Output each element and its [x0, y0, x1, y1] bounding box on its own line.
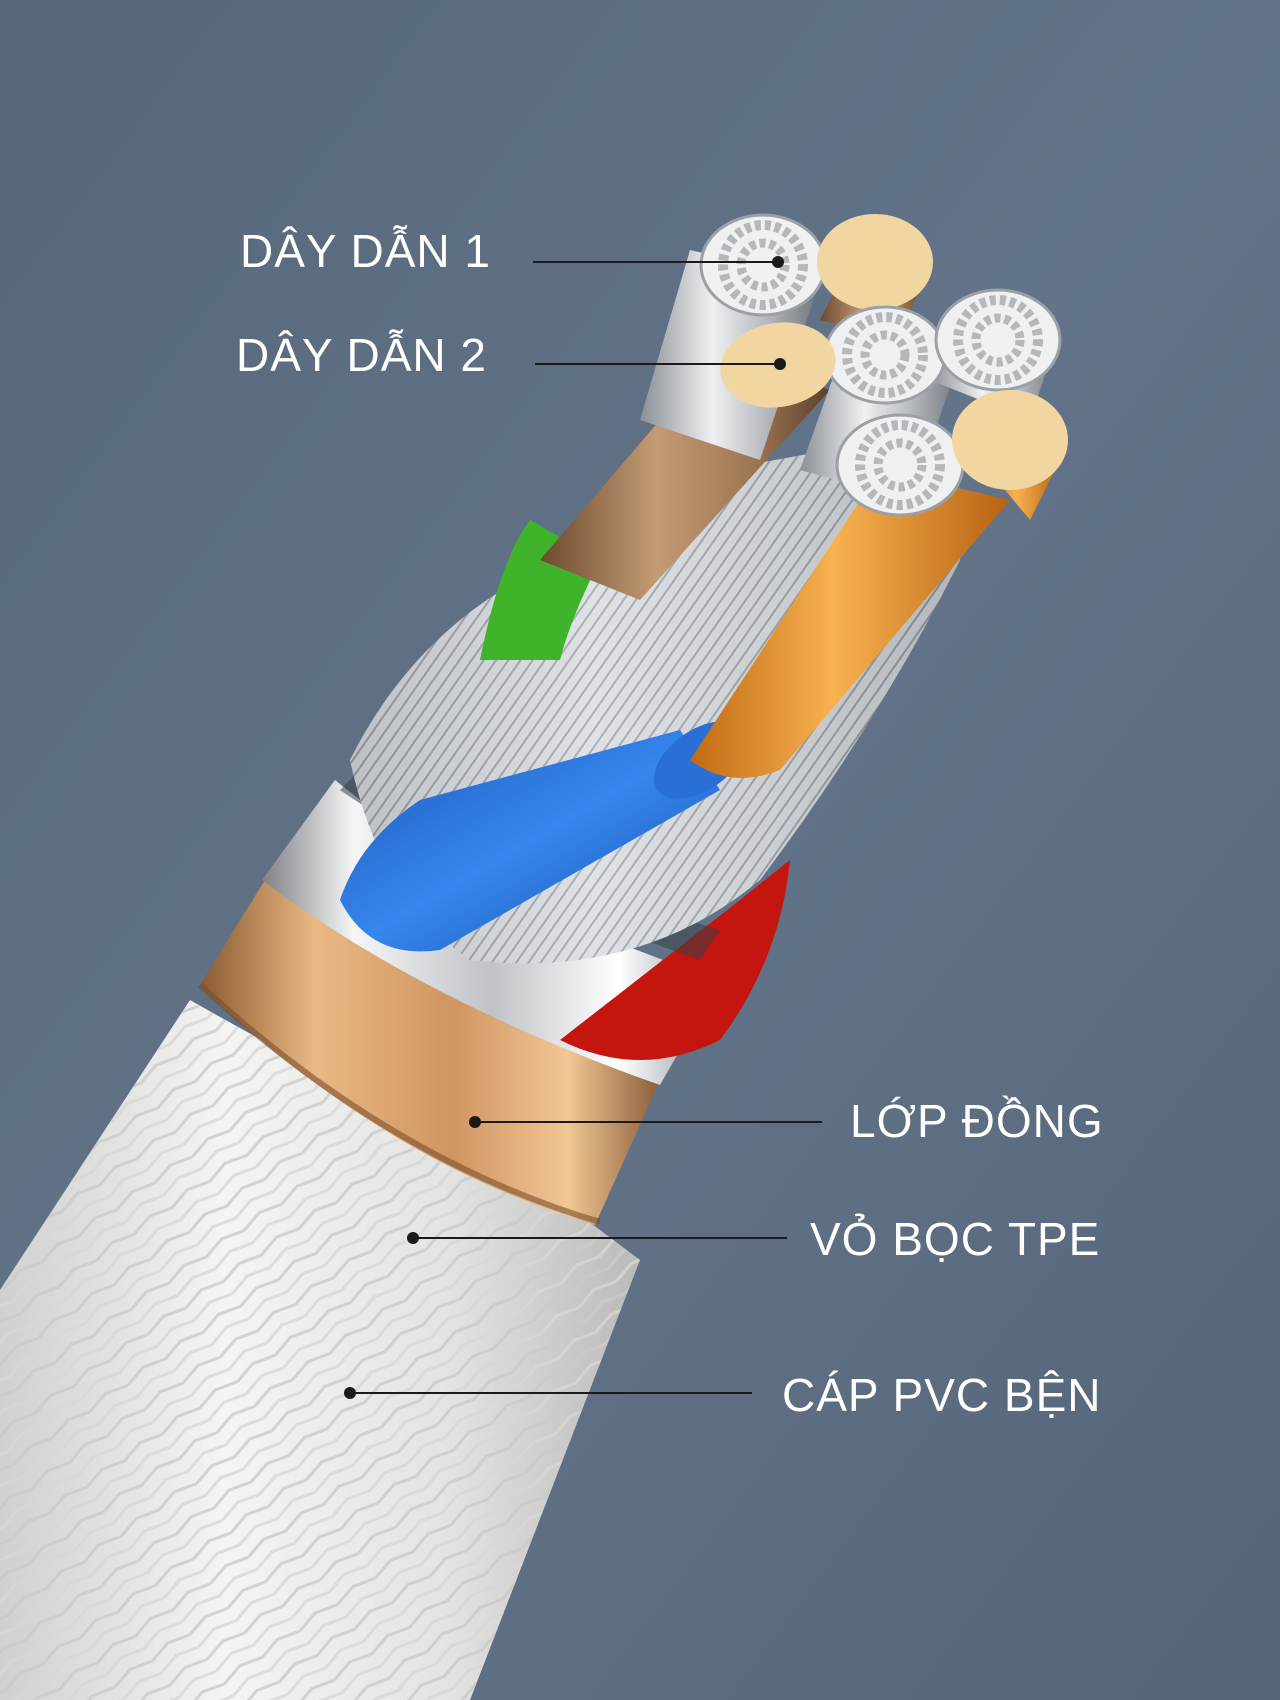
dot-conductor-1 — [772, 256, 784, 268]
dot-tpe-sheath — [407, 1232, 419, 1244]
orange-wire — [690, 470, 1010, 778]
label-braided-pvc: CÁP PVC BỆN — [782, 1369, 1102, 1421]
dot-braided-pvc — [344, 1387, 356, 1399]
conductor-tips — [699, 213, 1068, 517]
label-copper-layer: LỚP ĐỒNG — [850, 1095, 1104, 1147]
copper-tip-3 — [952, 390, 1068, 490]
dot-conductor-2 — [774, 358, 786, 370]
leader-lines — [350, 261, 822, 1394]
dot-copper-layer — [469, 1116, 481, 1128]
label-conductor-2: DÂY DẪN 2 — [236, 329, 488, 381]
tpe-sheath-ring — [200, 880, 660, 1225]
copper-tip-1 — [817, 214, 933, 310]
red-wire — [560, 860, 790, 1060]
blue-wire — [340, 730, 720, 952]
label-conductor-1: DÂY DẪN 1 — [240, 225, 492, 277]
label-tpe-sheath: VỎ BỌC TPE — [810, 1213, 1101, 1265]
